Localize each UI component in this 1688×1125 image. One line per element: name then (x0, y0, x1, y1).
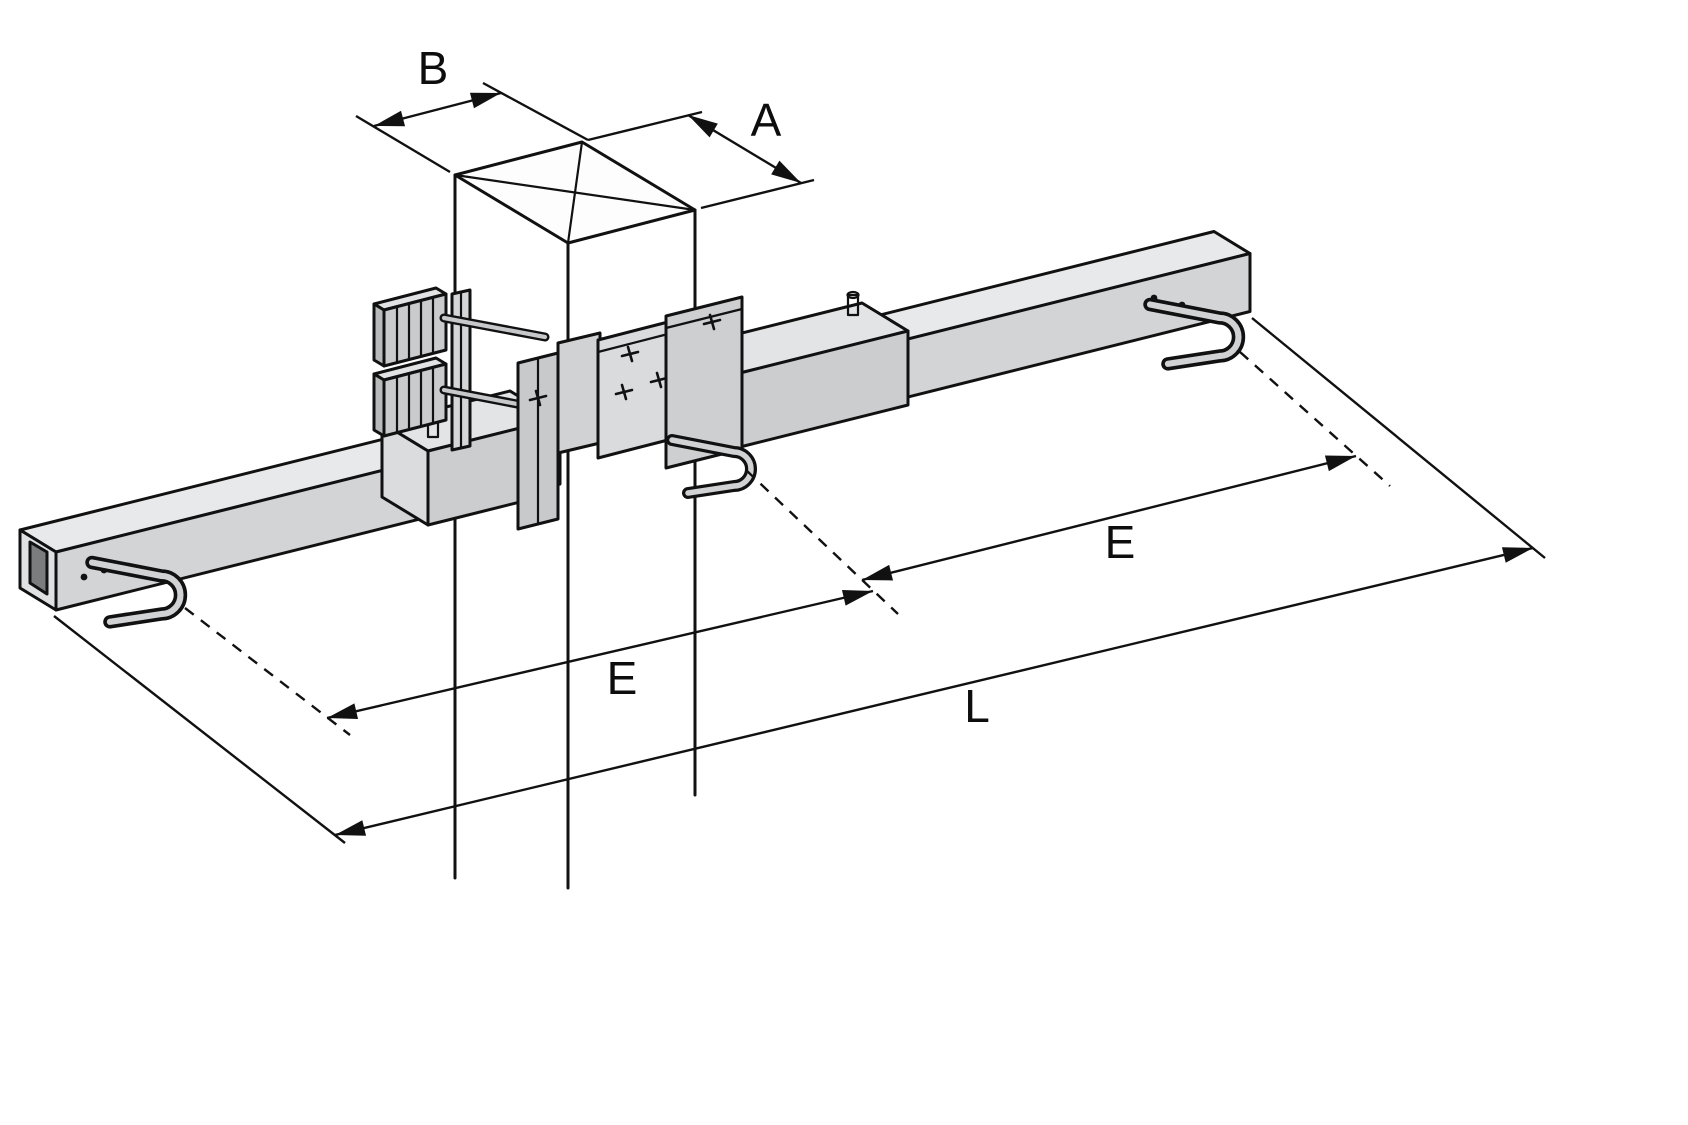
post (453, 140, 697, 890)
hook-center (672, 440, 751, 493)
bracket-plate-mid (556, 331, 602, 455)
bracket-plate-center (596, 320, 670, 460)
dimension-e-left: E (184, 589, 874, 736)
dimension-b: B (355, 42, 589, 174)
dimension-l: L (53, 317, 1546, 844)
dimension-a: A (587, 94, 815, 210)
clamp-block-lower (372, 356, 448, 438)
bracket-plate-left (516, 351, 560, 531)
label-a: A (751, 94, 782, 146)
label-b: B (418, 42, 449, 94)
bolt-hole-dot (80, 573, 88, 581)
clamp-strip (450, 288, 472, 452)
label-e-left: E (607, 652, 638, 704)
label-l: L (964, 680, 990, 732)
post-top-diagonal (566, 140, 584, 245)
label-e-right: E (1105, 516, 1136, 568)
stud-right (846, 290, 860, 317)
left-tube-bore (28, 540, 49, 596)
clamp-block-upper (372, 286, 448, 368)
bolt-rod-upper (439, 313, 550, 342)
